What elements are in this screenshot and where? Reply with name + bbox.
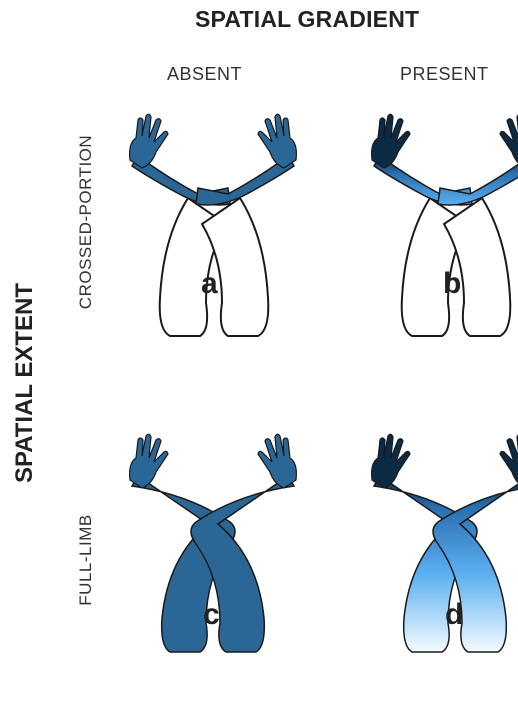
right-hand — [500, 114, 518, 168]
spatial-extent-title: SPATIAL EXTENT — [5, 233, 45, 533]
right-hand — [258, 434, 296, 488]
right-hand — [258, 114, 296, 168]
column-label-absent: ABSENT — [167, 64, 242, 85]
panel-d-arms-illustration: d — [370, 428, 518, 658]
row-label-full-limb: FULL-LIMB — [71, 410, 101, 710]
right-forearm-gradient — [438, 156, 518, 205]
left-hand — [372, 114, 410, 168]
row-label-crossed-portion: CROSSED-PORTION — [71, 72, 101, 372]
left-hand — [372, 434, 410, 488]
panel-a-arms-illustration: a — [128, 108, 298, 343]
spatial-gradient-title: SPATIAL GRADIENT — [195, 6, 419, 33]
right-hand — [500, 434, 518, 488]
left-hand — [130, 434, 168, 488]
panel-c-arms-illustration: c — [128, 428, 298, 658]
panel-letter-b: b — [443, 267, 461, 300]
panel-letter-d: d — [445, 598, 463, 631]
left-hand — [130, 114, 168, 168]
panel-b-arms-illustration: b — [370, 108, 518, 343]
panel-letter-a: a — [201, 267, 218, 300]
panel-letter-c: c — [203, 598, 220, 631]
column-label-present: PRESENT — [400, 64, 489, 85]
